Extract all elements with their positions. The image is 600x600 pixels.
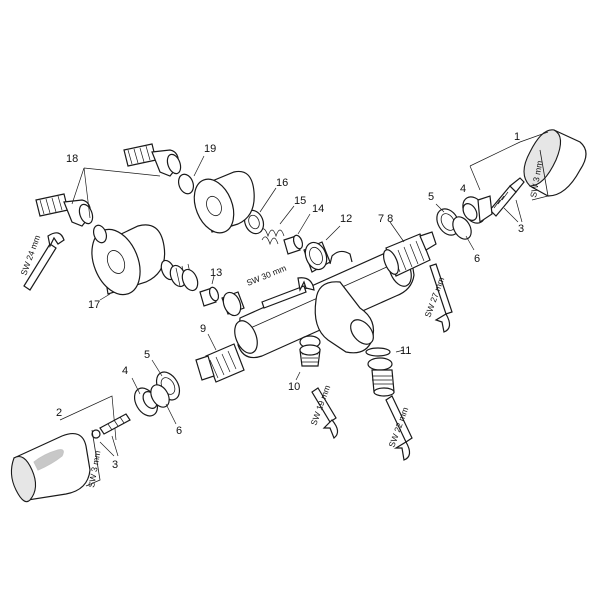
part-7-8-cartridge [383, 221, 437, 277]
part-2-handle-left [10, 395, 117, 503]
callout-19: 19 [204, 143, 216, 155]
part-3-screw-right [489, 177, 525, 223]
part-14-check-valve-right [283, 213, 311, 255]
callout-14: 14 [312, 203, 324, 215]
callout-7-8: 7 8 [378, 213, 393, 225]
hex-key-icon-left [85, 429, 101, 487]
callout-9: 9 [200, 323, 206, 335]
part-13-nut-left [221, 291, 245, 317]
callout-6-left: 6 [176, 425, 182, 437]
callout-3-right: 3 [518, 223, 524, 235]
callout-6-right: 6 [474, 253, 480, 265]
hex-key-icon-right [531, 149, 549, 201]
wrench-label-sw3-left: SW 3 mm [86, 450, 102, 488]
wrench-icon-sw24 [23, 232, 65, 291]
part-18-union-lower [35, 193, 108, 244]
wrench-label-sw30: SW 30 mm [245, 263, 288, 288]
part-6-seal-right [452, 216, 475, 251]
part-19-escutcheon-right [177, 155, 255, 234]
part-17-escutcheon-left [91, 224, 166, 301]
callout-4-right: 4 [460, 183, 466, 195]
callout-12: 12 [340, 213, 352, 225]
callout-4-left: 4 [122, 365, 128, 377]
part-18-union-upper [123, 143, 182, 177]
wrench-icon-sw22 [385, 395, 413, 461]
wrench-icon-sw27 [429, 263, 453, 333]
callout-5-left: 5 [144, 349, 150, 361]
mixer-body [234, 248, 415, 359]
part-9-cartridge-left [195, 333, 245, 383]
callout-17: 17 [88, 299, 100, 311]
callout-1: 1 [514, 131, 520, 143]
part-15-spring [259, 205, 295, 246]
wrench-icon-sw30 [261, 277, 315, 309]
callout-13: 13 [210, 267, 222, 279]
part-12-nut [303, 225, 341, 273]
part-4-adapter-right [462, 195, 493, 224]
callout-11: 11 [400, 345, 411, 357]
part-11-diverter [365, 347, 405, 397]
callout-18: 18 [66, 153, 78, 165]
wrench-icon-sw19 [311, 387, 339, 439]
part-inlet-seals-left [160, 259, 199, 292]
callout-10: 10 [288, 381, 300, 393]
part-13-check-valve-left [199, 275, 220, 307]
callout-15: 15 [294, 195, 306, 207]
callout-2: 2 [56, 407, 62, 419]
part-1-handle-right [469, 129, 587, 197]
part-6-seal-left [150, 384, 177, 425]
callout-3-left: 3 [112, 459, 118, 471]
part-3-screw-left [91, 413, 131, 457]
callout-5-right: 5 [428, 191, 434, 203]
part-18-leaders [71, 167, 161, 219]
callout-16: 16 [276, 177, 288, 189]
part-10-aerator [295, 335, 321, 381]
